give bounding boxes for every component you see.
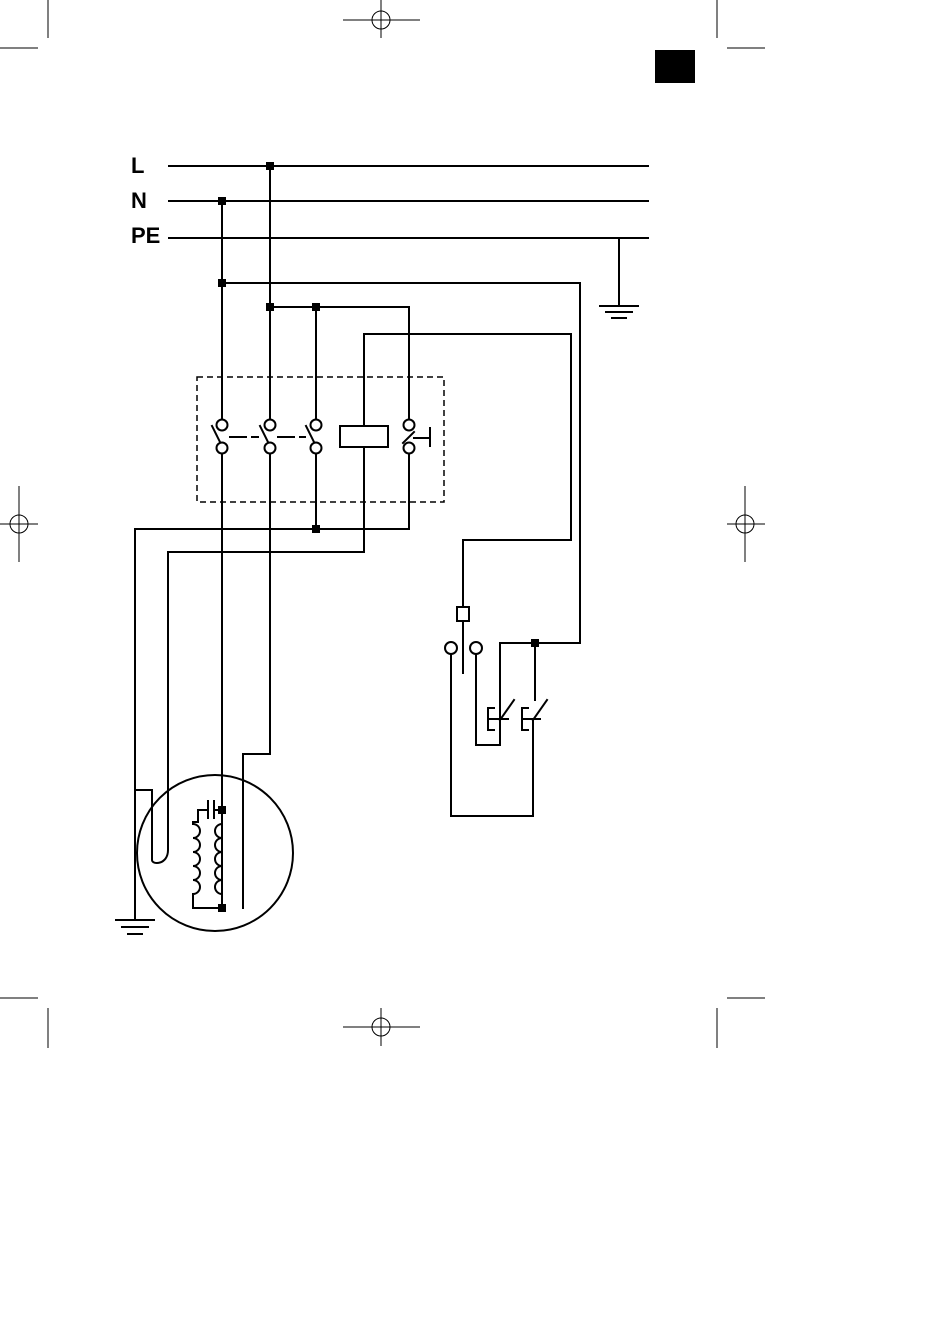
rail-label-l: L <box>131 153 144 178</box>
ground-symbol-pe <box>600 238 638 318</box>
contactor-coil <box>340 426 388 447</box>
registration-mark-right <box>727 486 765 562</box>
contactor-switch-2 <box>252 420 294 454</box>
contactor-switch-3 <box>300 420 322 454</box>
stop-button-2 <box>522 700 547 730</box>
motor <box>137 775 293 931</box>
junction-nodes <box>218 162 539 912</box>
registration-mark-left <box>0 486 38 562</box>
rail-label-pe: PE <box>131 223 160 248</box>
ground-symbol-motor <box>116 920 154 934</box>
registration-mark-bottom <box>343 1008 420 1046</box>
registration-mark-top <box>343 0 420 38</box>
wires <box>135 166 580 920</box>
contactor-aux-switch <box>403 420 430 454</box>
crop-marks <box>0 0 765 1048</box>
rail-label-n: N <box>131 188 147 213</box>
contactor-switch-1 <box>212 420 246 454</box>
